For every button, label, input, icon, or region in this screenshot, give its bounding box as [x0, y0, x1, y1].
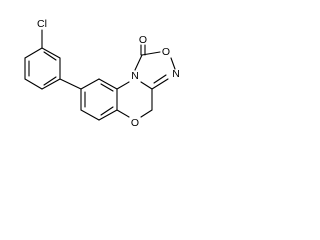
- oxadiazolone-ring: [134, 44, 176, 90]
- atom-label-cl: Cl: [37, 18, 47, 30]
- bond-c-n: [116, 81, 130, 90]
- atom-label-n-bridge: N: [131, 70, 139, 82]
- chemical-structure-diagram: Cl O O N N O: [24, 18, 180, 129]
- atom-label-o-carbonyl: O: [139, 34, 147, 46]
- biaryl-bond: [59, 78, 82, 90]
- double-bond-inner: [153, 74, 167, 84]
- bond-n-c-carbonyl: [134, 54, 143, 71]
- atom-label-n-imine: N: [172, 68, 180, 80]
- oxazine-ring: [116, 81, 153, 118]
- bond: [41, 47, 61, 59]
- bond-o-n: [170, 57, 176, 70]
- bond: [24, 47, 43, 59]
- bond: [98, 109, 118, 121]
- structure-canvas: Cl O O N N O: [0, 0, 225, 148]
- double-bond-inner: [43, 51, 57, 61]
- bond-o-c: [116, 109, 130, 118]
- bond: [41, 78, 61, 90]
- bond-ch2-o: [140, 109, 153, 118]
- benzo-ring: [80, 78, 118, 121]
- atom-label-o-ether: O: [131, 117, 139, 129]
- bond: [80, 78, 100, 90]
- bond: [24, 78, 43, 90]
- chlorophenyl-ring: [24, 29, 61, 90]
- atom-label-o-oxadiazole: O: [162, 46, 170, 58]
- bond: [80, 109, 100, 121]
- double-bond-inner: [100, 106, 114, 116]
- bond-n-c: [140, 81, 153, 90]
- double-bond-inner: [100, 83, 114, 92]
- double-bond-inner: [43, 76, 57, 86]
- bond-n-c-double: [151, 78, 169, 90]
- bond: [98, 78, 118, 90]
